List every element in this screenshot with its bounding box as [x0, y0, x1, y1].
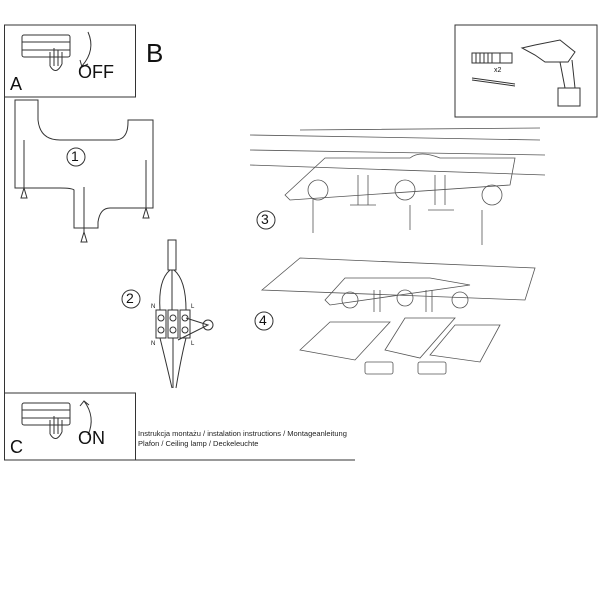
drill-icon: [520, 39, 581, 107]
terminal-label-l-top: L: [191, 304, 195, 310]
arrow-up-icon: [79, 400, 92, 436]
panel-c-action: ON: [78, 428, 105, 448]
breaker-panel-icon: [21, 34, 71, 71]
frame: [4, 24, 598, 461]
terminal-label-l-bottom: L: [191, 341, 195, 347]
panel-a-letter: A: [10, 74, 23, 94]
panel-a-action: OFF: [78, 62, 114, 82]
caption-line-1: Instrukcja montażu / instalation instruc…: [138, 429, 347, 438]
quantity-label: x2: [494, 67, 502, 74]
step-2-marker: [121, 289, 141, 309]
step-2-number: 2: [126, 290, 134, 306]
step-3-number: 3: [261, 211, 269, 227]
mounting-template: [14, 99, 154, 243]
step-4-marker: [254, 311, 274, 331]
ground-symbol-icon: [202, 319, 214, 331]
terminal-label-n-bottom: N: [151, 341, 156, 347]
step-3-marker: [256, 210, 276, 230]
terminal-label-n-top: N: [151, 304, 156, 310]
screw-icon: [471, 77, 516, 87]
wall-plug-icon: [471, 52, 513, 64]
arrow-down-icon: [79, 31, 92, 68]
terminal-block: [155, 239, 210, 389]
ceiling-mounting-illustration: [249, 127, 546, 245]
breaker-panel-icon: [21, 402, 71, 439]
panel-c-letter: C: [10, 437, 23, 457]
step-1-number: 1: [71, 148, 79, 164]
cover-assembly-illustration: [260, 257, 536, 375]
panel-b-letter: B: [146, 38, 164, 68]
step-1-marker: [66, 147, 86, 167]
step-4-number: 4: [259, 312, 267, 328]
caption: Instrukcja montażu / instalation instruc…: [138, 429, 347, 449]
caption-line-2: Plafon / Ceiling lamp / Deckeleuchte: [138, 439, 259, 448]
